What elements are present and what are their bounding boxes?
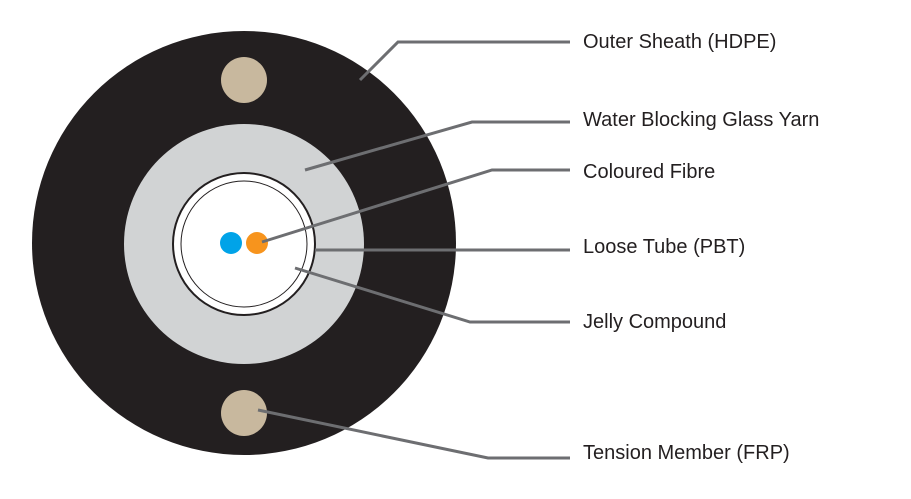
leader-outer-sheath [358, 40, 570, 82]
label-outer-sheath: Outer Sheath (HDPE) [583, 31, 777, 53]
label-water-blocking: Water Blocking Glass Yarn [583, 109, 820, 131]
leader-tension-member [257, 408, 570, 460]
tension-member-top [221, 57, 267, 103]
label-loose-tube: Loose Tube (PBT) [583, 236, 746, 258]
label-jelly-compound: Jelly Compound [583, 311, 727, 333]
fibre-blue [220, 232, 242, 254]
tension-member-bottom [221, 390, 267, 436]
jelly-compound [180, 180, 308, 308]
label-tension-member: Tension Member (FRP) [583, 442, 790, 464]
leader-coloured-fibre [261, 168, 570, 244]
leader-jelly [294, 266, 570, 324]
fibre-orange [246, 232, 268, 254]
leader-water-blocking [304, 120, 570, 172]
label-coloured-fibre: Coloured Fibre [583, 161, 716, 183]
